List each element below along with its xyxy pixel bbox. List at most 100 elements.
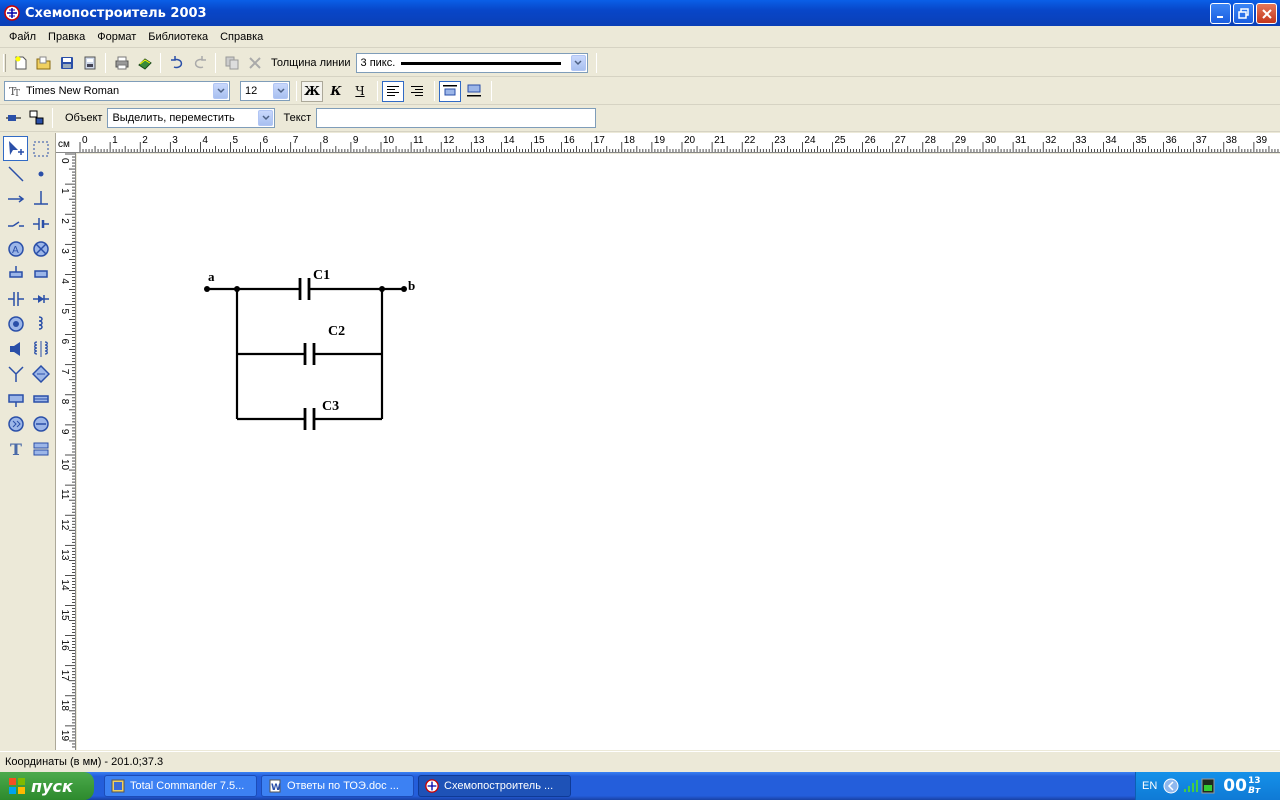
ruler-tick-label: 16: [59, 640, 70, 652]
resistor-h-tool[interactable]: [28, 261, 53, 286]
menu-library[interactable]: Библиотека: [148, 30, 209, 43]
block-tool[interactable]: [3, 386, 28, 411]
align-right-button[interactable]: [406, 81, 428, 102]
text-tool-icon: T: [10, 440, 22, 458]
arrow-tool[interactable]: [3, 186, 28, 211]
text-input[interactable]: [316, 108, 597, 128]
capacitor-icon: [7, 291, 24, 306]
back-arrow-icon[interactable]: [1163, 778, 1179, 794]
battery-tool[interactable]: [28, 211, 53, 236]
new-button[interactable]: [9, 52, 32, 74]
undo-button[interactable]: [165, 52, 188, 74]
capacitor-tool[interactable]: [3, 286, 28, 311]
restore-button[interactable]: [1233, 3, 1254, 24]
ruler-tick-label: 18: [59, 700, 70, 712]
italic-button[interactable]: К: [330, 84, 342, 98]
signal-icon[interactable]: [1183, 779, 1199, 793]
save-button[interactable]: [55, 52, 78, 74]
close-button[interactable]: [1256, 3, 1277, 24]
ruler-tick-label: 7: [59, 369, 70, 375]
minimize-button[interactable]: [1210, 3, 1231, 24]
save-as-button[interactable]: [78, 52, 101, 74]
redo-button[interactable]: [188, 52, 211, 74]
valign-bottom-button[interactable]: [463, 81, 485, 102]
toolbar-grip[interactable]: [3, 54, 6, 72]
svg-text:T: T: [9, 85, 17, 97]
dropdown-arrow[interactable]: [213, 83, 228, 99]
junction-dot: [234, 286, 240, 292]
font-size-select[interactable]: 12: [240, 81, 290, 101]
dropdown-arrow[interactable]: [258, 110, 274, 126]
speaker-tool[interactable]: [3, 336, 28, 361]
text-tool[interactable]: T: [3, 436, 28, 461]
antenna-tool[interactable]: [3, 361, 28, 386]
toolbar-separator: [52, 108, 53, 128]
dropdown-arrow[interactable]: [273, 83, 288, 99]
area-select-tool[interactable]: [28, 136, 53, 161]
menu-help[interactable]: Справка: [220, 30, 264, 43]
underline-button[interactable]: Ч: [355, 84, 365, 98]
battery-status-icon[interactable]: [1201, 778, 1215, 794]
ruler-tick-label: 34: [1105, 135, 1117, 146]
word-doc-icon: W: [269, 779, 281, 793]
print-button[interactable]: [110, 52, 133, 74]
toolbar-separator: [434, 81, 435, 101]
bridge-tool[interactable]: [28, 361, 53, 386]
undo-icon: [170, 56, 182, 69]
ground-tool[interactable]: [28, 186, 53, 211]
diode-tool[interactable]: [28, 286, 53, 311]
ruler-tick-label: 28: [925, 135, 937, 146]
delete-icon: [248, 57, 261, 69]
svg-text:A: A: [12, 245, 19, 256]
ruler-tick-label: 26: [865, 135, 877, 146]
print-preview-button[interactable]: [133, 52, 156, 74]
task-label: Схемопостроитель ...: [444, 780, 554, 792]
align-left-button[interactable]: [382, 80, 404, 102]
table-tool[interactable]: [28, 436, 53, 461]
line-tool[interactable]: [3, 161, 28, 186]
language-indicator[interactable]: EN: [1142, 780, 1158, 792]
save-as-icon: [84, 56, 95, 70]
transformer-tool[interactable]: [28, 336, 53, 361]
task-schematic-builder[interactable]: Схемопостроитель ...: [418, 775, 571, 797]
task-total-commander[interactable]: Total Commander 7.5...: [104, 775, 257, 797]
menu-file[interactable]: Файл: [9, 30, 37, 43]
resistor-v-tool[interactable]: [3, 261, 28, 286]
ammeter-tool[interactable]: A: [3, 236, 28, 261]
bold-button[interactable]: Ж: [301, 80, 323, 102]
dropdown-arrow[interactable]: [570, 55, 586, 71]
meter-tool[interactable]: [28, 411, 53, 436]
motor-tool[interactable]: [3, 311, 28, 336]
toolbar-separator: [215, 53, 216, 73]
lamp-tool[interactable]: [28, 236, 53, 261]
start-button[interactable]: пуск: [0, 772, 94, 800]
inductor-tool[interactable]: [28, 311, 53, 336]
ruler-tick-label: 17: [59, 670, 70, 682]
menu-edit[interactable]: Правка: [48, 30, 86, 43]
copy-button[interactable]: [220, 52, 243, 74]
switch-tool[interactable]: [3, 211, 28, 236]
ruler-tick-label: 6: [59, 339, 70, 345]
point-tool[interactable]: [28, 161, 53, 186]
valign-top-button[interactable]: [439, 80, 461, 102]
object-tool-button-2[interactable]: [25, 107, 48, 129]
menu-format[interactable]: Формат: [97, 30, 137, 43]
speaker-icon: [9, 341, 20, 356]
select-tool[interactable]: [3, 136, 28, 161]
toolbar-separator: [595, 53, 597, 73]
open-button[interactable]: [32, 52, 55, 74]
fuse-tool[interactable]: [28, 386, 53, 411]
ruler-tick-label: 31: [1015, 135, 1027, 146]
delete-button[interactable]: [243, 52, 266, 74]
line-width-select[interactable]: 3 пикс.: [355, 53, 588, 73]
source-tool[interactable]: [3, 411, 28, 436]
object-tool-button-1[interactable]: [2, 107, 25, 129]
object-mode-select[interactable]: Выделить, переместить: [107, 108, 276, 128]
task-word-doc[interactable]: W Ответы по ТОЭ.doc ...: [261, 775, 414, 797]
clock[interactable]: 00 13 Вт: [1223, 776, 1260, 796]
meter-icon: [32, 415, 49, 432]
drawing-canvas[interactable]: a b C1 C2 C3: [77, 154, 1280, 750]
